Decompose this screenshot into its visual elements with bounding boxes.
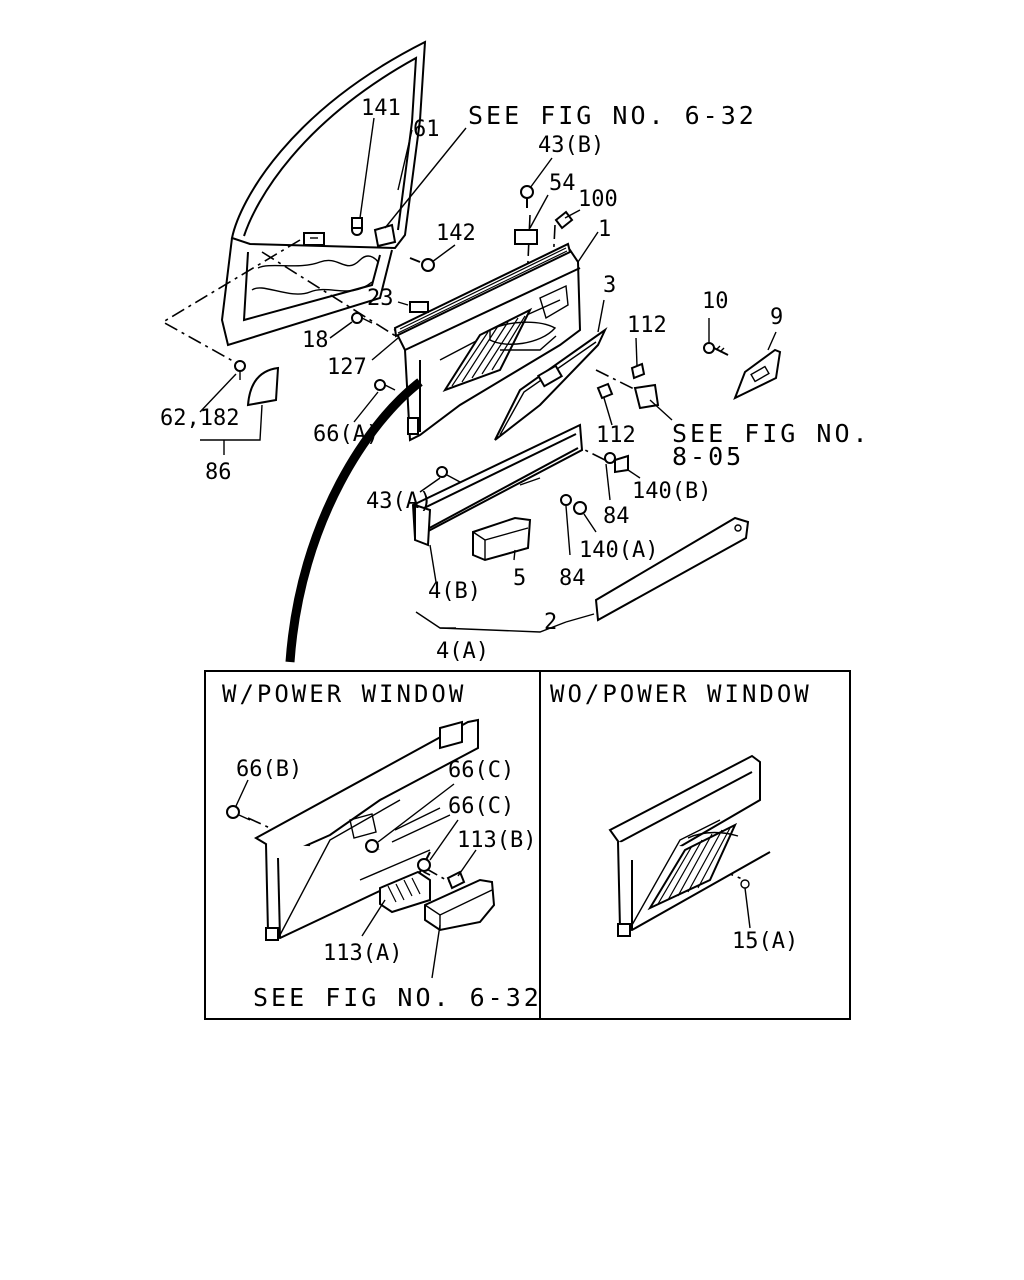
armrest [411, 423, 584, 547]
label-66c-1: 66(C) [448, 758, 514, 783]
label-127: 127 [327, 355, 367, 380]
label-100: 100 [578, 187, 618, 212]
screw-84b [560, 494, 572, 506]
clip-112c [596, 382, 614, 400]
label-54: 54 [549, 171, 576, 196]
label-140a: 140(A) [579, 538, 658, 563]
label-112-a: 112 [627, 313, 667, 338]
clip-54 [514, 229, 538, 245]
label-18: 18 [302, 328, 329, 353]
label-113a: 113(A) [323, 941, 402, 966]
screw-62 [234, 360, 246, 380]
label-62-182: 62,182 [160, 406, 239, 431]
label-10: 10 [702, 289, 729, 314]
leader-lines [199, 117, 777, 633]
clip-140a [573, 501, 587, 515]
clip-43b [520, 185, 534, 208]
cover-86 [246, 366, 280, 407]
see-fig-label-805-line1: SEE FIG NO. [672, 419, 871, 448]
label-5: 5 [513, 566, 526, 591]
inset-right-title: WO/POWER WINDOW [550, 680, 812, 708]
label-140b: 140(B) [632, 479, 711, 504]
inset-manual-window: WO/POWER WINDOW 15(A) [550, 680, 812, 954]
window-belt-strip [393, 242, 572, 338]
label-142: 142 [436, 221, 476, 246]
label-84-a: 84 [603, 504, 630, 529]
label-66c-2: 66(C) [448, 794, 514, 819]
clip-23 [409, 301, 429, 313]
clip-140b [614, 454, 629, 474]
label-2: 2 [544, 610, 557, 635]
door-frame [220, 40, 427, 347]
label-9: 9 [770, 305, 783, 330]
screw-141 [351, 217, 363, 236]
screw-10 [703, 342, 729, 356]
label-86: 86 [205, 460, 232, 485]
clip-112a [630, 362, 646, 380]
see-fig-label-inset: SEE FIG NO. 6-32 [253, 983, 542, 1012]
screw-84a [604, 452, 616, 464]
label-1: 1 [598, 217, 611, 242]
see-fig-label-top: SEE FIG NO. 6-32 [468, 101, 757, 130]
label-113b: 113(B) [457, 828, 536, 853]
trim-molding-strip [594, 516, 750, 622]
door-trim-panel [393, 248, 582, 442]
label-4b: 4(B) [428, 579, 481, 604]
label-141: 141 [361, 96, 401, 121]
bracket-61 [373, 223, 397, 248]
label-3: 3 [603, 273, 616, 298]
inset-left-title: W/POWER WINDOW [222, 680, 466, 708]
switch-bezel [733, 348, 782, 401]
label-15a: 15(A) [732, 929, 798, 954]
label-84-b: 84 [559, 566, 586, 591]
label-43a: 43(A) [366, 489, 432, 514]
label-66b: 66(B) [236, 757, 302, 782]
label-66a: 66(A) [313, 422, 379, 447]
see-fig-label-805-line2: 8-05 [672, 442, 744, 471]
screw-18 [351, 312, 373, 324]
screw-43a [436, 466, 461, 483]
label-112-b: 112 [596, 423, 636, 448]
screw-66a [374, 379, 396, 391]
label-4a: 4(A) [436, 639, 489, 664]
armrest-cap [472, 516, 532, 562]
inset-pointer-curve [285, 378, 423, 663]
inset-power-window: W/POWER WINDOW 66(B) 66(C) 66(C) 113(B) … [222, 680, 542, 1012]
clip-100 [554, 210, 574, 230]
door-trim-pad [494, 327, 608, 441]
screw-142 [409, 257, 435, 272]
callout-labels: 141 61 SEE FIG NO. 6-32 43(B) 54 100 142… [160, 96, 871, 664]
label-23: 23 [367, 286, 394, 311]
label-61: 61 [413, 117, 440, 142]
label-43b: 43(B) [538, 133, 604, 158]
inset-box [204, 670, 851, 1020]
fasteners [234, 185, 660, 515]
